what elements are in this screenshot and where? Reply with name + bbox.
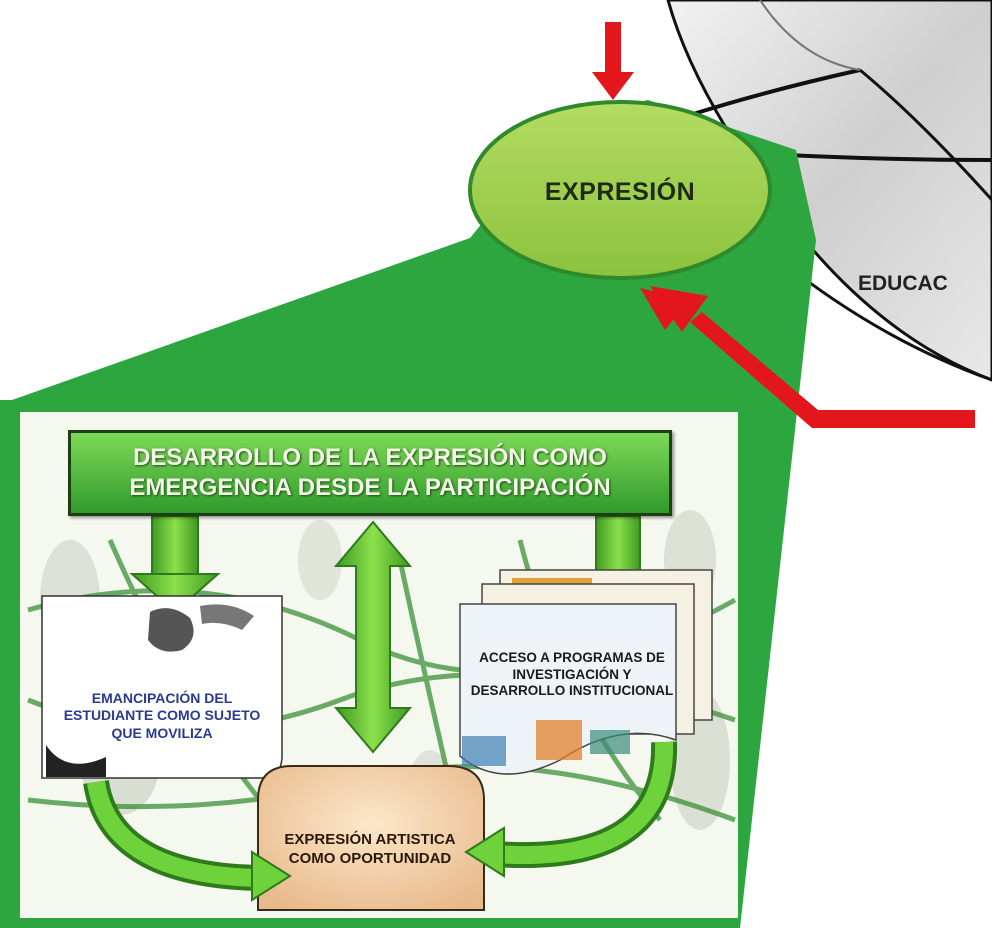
red-arrow-top xyxy=(592,22,634,100)
expresion-oval-label: EXPRESIÓN xyxy=(544,178,696,207)
header-box xyxy=(68,430,672,516)
expresion-oval xyxy=(468,100,772,280)
emancipacion-label: EMANCIPACIÓN DEL ESTUDIANTE COMO SUJETO … xyxy=(63,689,261,741)
red-arrow-right xyxy=(640,286,975,428)
expresion-artistica-box xyxy=(257,765,485,911)
down-arrow-left xyxy=(129,515,221,614)
double-arrow-middle xyxy=(333,520,413,754)
acceso-programas-label: ACCESO A PROGRAMAS DE INVESTIGACIÓN Y DE… xyxy=(470,649,674,699)
header-title: DESARROLLO DE LA EXPRESIÓN COMO EMERGENC… xyxy=(129,444,611,501)
expresion-artistica-label: EXPRESIÓN ARTISTICA COMO OPORTUNIDAD xyxy=(284,831,456,867)
education-wheel xyxy=(666,0,992,382)
emancipacion-box xyxy=(41,595,283,779)
curved-arrow-right xyxy=(464,741,678,878)
curved-arrow-left xyxy=(83,779,292,902)
acceso-box-stack xyxy=(459,569,713,775)
education-wheel-label: EDUCAC xyxy=(858,271,948,295)
